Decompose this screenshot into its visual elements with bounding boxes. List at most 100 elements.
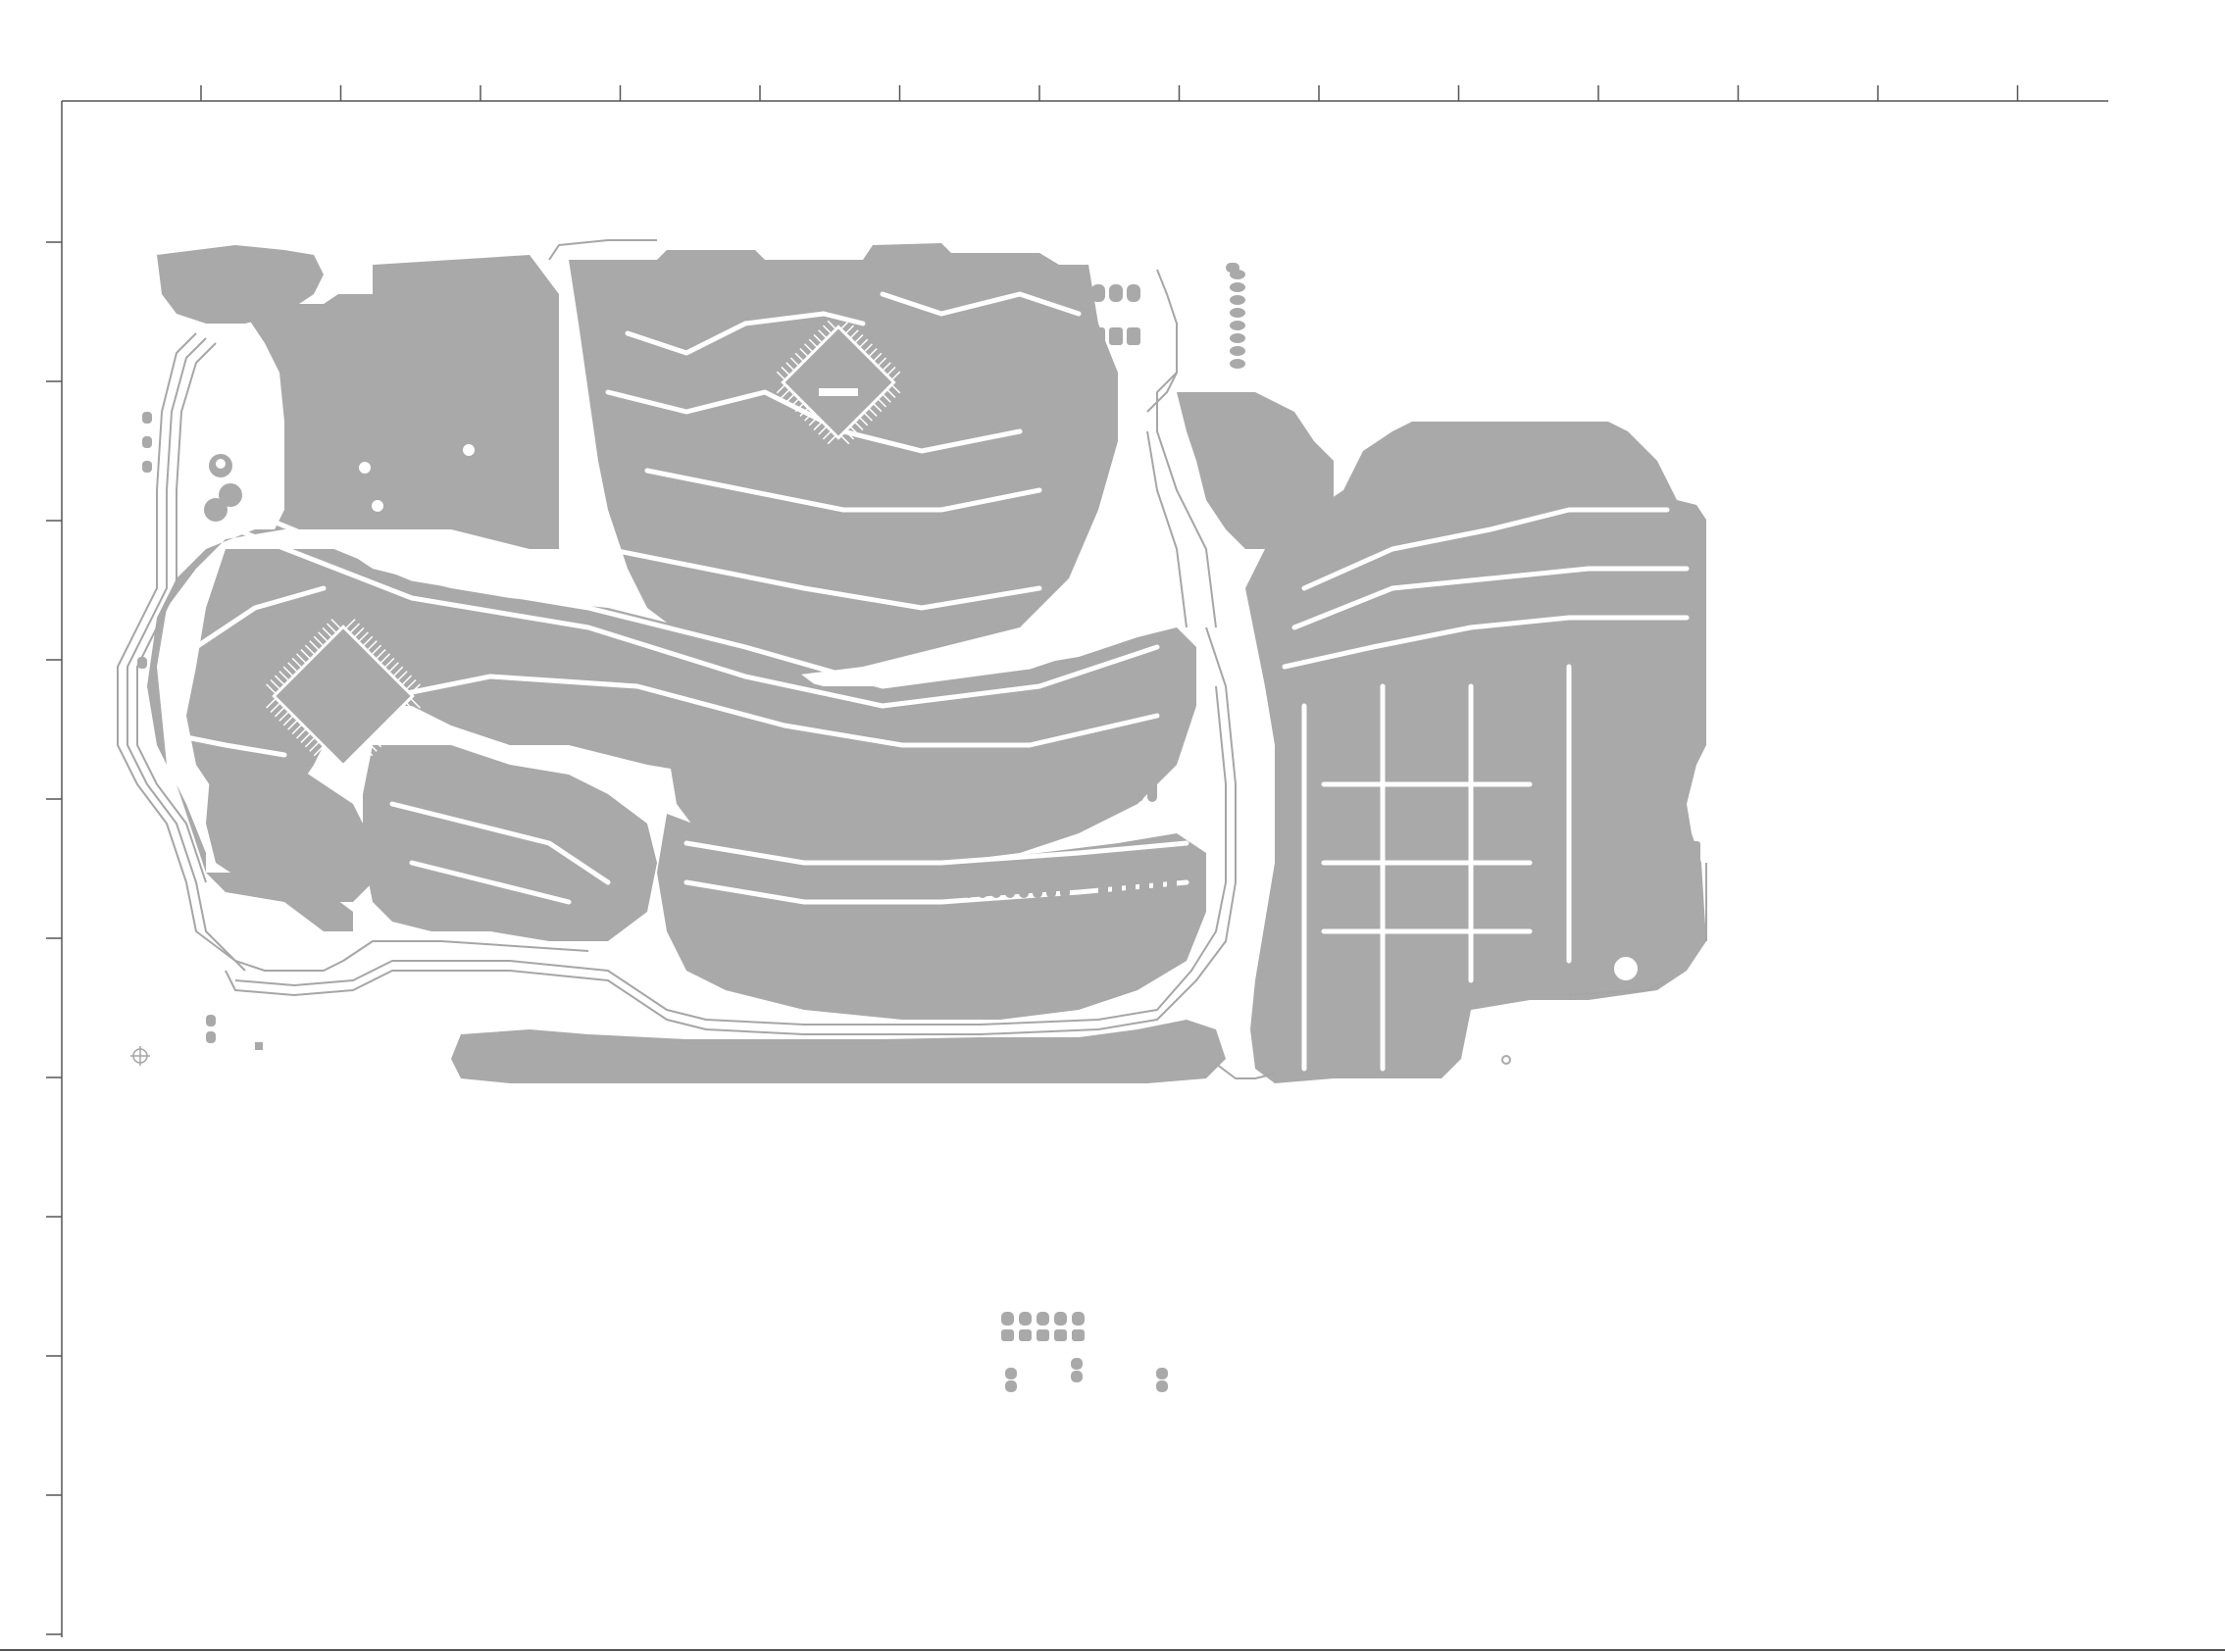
smd-pad — [235, 299, 246, 313]
smd-pad — [142, 461, 152, 473]
loose-component-pads — [1001, 1312, 1168, 1392]
smd-pad — [1074, 327, 1087, 345]
smd-pad — [999, 775, 1009, 798]
smd-pad — [1040, 775, 1050, 798]
smd-pad — [184, 253, 197, 269]
smd-pad — [950, 873, 960, 898]
smd-pad — [1127, 327, 1140, 345]
smd-pad — [1127, 284, 1140, 302]
copper-region-lower-mid — [363, 745, 657, 941]
smd-pad — [1037, 1312, 1049, 1326]
smd-pad — [1027, 775, 1037, 798]
ic-pin — [380, 728, 390, 738]
smd-pad — [1019, 873, 1029, 898]
smd-pad — [1167, 873, 1177, 898]
smd-pad — [978, 873, 987, 898]
smd-pad — [1060, 873, 1070, 898]
ic-pin — [327, 759, 336, 769]
smd-pad — [964, 873, 974, 898]
smd-pad — [255, 253, 268, 269]
smd-pad — [1120, 775, 1130, 802]
mounting-hole-icon — [1613, 956, 1639, 981]
smd-pad — [1079, 775, 1088, 802]
smd-pad — [1139, 873, 1149, 898]
smd-pad — [1285, 500, 1320, 529]
smd-pad — [220, 253, 232, 269]
connector-pin-pad — [1230, 282, 1245, 292]
smd-pad — [206, 1015, 216, 1026]
ic-pin — [397, 711, 407, 721]
smd-pad — [972, 775, 982, 798]
smd-pad — [1054, 775, 1064, 798]
ic-pin — [402, 707, 412, 717]
smd-pad — [1005, 873, 1015, 898]
smd-pad — [958, 775, 968, 798]
smd-pad — [1001, 1329, 1014, 1341]
smd-pad — [936, 873, 946, 898]
smd-pad — [931, 775, 940, 798]
ic-pin — [393, 716, 403, 726]
smd-pad — [1134, 775, 1143, 802]
connector-pin-pad — [1230, 321, 1245, 330]
copper-region-center — [647, 627, 1196, 873]
smd-pad — [1156, 1368, 1168, 1379]
smd-pad — [1071, 1358, 1083, 1370]
smd-pad — [1037, 1329, 1049, 1341]
smd-pad — [1109, 327, 1123, 345]
smd-pad — [1683, 841, 1700, 861]
ic-pin — [384, 725, 394, 734]
trace — [1147, 270, 1177, 412]
through-hole-pad — [204, 498, 228, 522]
via-hole — [462, 443, 476, 457]
marker-square — [255, 1042, 263, 1050]
smd-pad — [1046, 873, 1056, 898]
smd-pad — [142, 436, 152, 448]
smd-pad — [1074, 284, 1087, 302]
smd-pad — [1072, 1329, 1085, 1341]
smd-pad — [1156, 1380, 1168, 1392]
connector-pin-pad — [1230, 270, 1245, 279]
smd-pad — [167, 253, 179, 269]
smd-pad — [1001, 1312, 1014, 1326]
smd-pad — [218, 299, 228, 313]
smd-pad — [1112, 873, 1122, 898]
connector-pin-pad — [1230, 346, 1245, 356]
connector-pin-pad — [1230, 308, 1245, 318]
smd-pad — [1068, 775, 1078, 798]
smd-pad — [237, 253, 250, 269]
ic-pin — [363, 746, 373, 756]
smd-pad — [1071, 1371, 1083, 1382]
trace — [549, 240, 657, 260]
ic-pin — [388, 720, 398, 729]
smd-pad — [206, 1031, 216, 1043]
smd-pad — [1054, 1329, 1067, 1341]
smd-pad — [1109, 284, 1123, 302]
via-hole — [358, 461, 372, 475]
smd-pad — [986, 775, 995, 798]
smd-pad — [142, 412, 152, 424]
ic-pin — [354, 755, 364, 765]
ic-pin — [376, 733, 385, 743]
smd-pad — [1005, 1380, 1017, 1392]
smd-pad — [182, 299, 193, 313]
smd-pad — [1033, 873, 1042, 898]
ic-pin — [345, 764, 355, 774]
connector-pin-pad — [1230, 359, 1245, 369]
via-hole — [371, 499, 384, 513]
smd-pad — [1005, 1368, 1017, 1379]
top-ruler-ticks — [201, 85, 2018, 101]
smd-pad — [1147, 775, 1157, 802]
smd-pad — [200, 299, 211, 313]
smd-pad — [271, 299, 281, 313]
smd-pad — [253, 299, 264, 313]
ic-pin — [323, 755, 332, 765]
smd-pad — [1126, 873, 1136, 898]
connector-pin-pad — [1230, 295, 1245, 305]
smd-pad — [1092, 775, 1102, 802]
smd-pad — [1019, 1312, 1032, 1326]
smd-pad — [1651, 841, 1669, 861]
left-ruler-ticks — [46, 242, 62, 1634]
smd-pad — [944, 775, 954, 798]
connector-pin-pad — [1230, 333, 1245, 343]
